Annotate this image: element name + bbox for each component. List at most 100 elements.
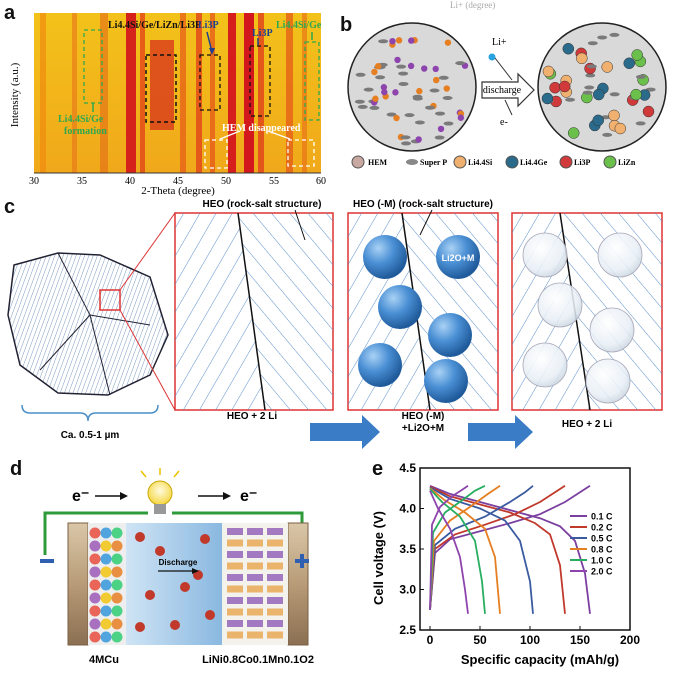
li2o-sphere — [358, 343, 402, 387]
y-tick-label: 4.5 — [399, 461, 416, 475]
battery-schematic: e⁻ e⁻ − + Discharge 4MCu LiNi0.8Co0.1Mn0… — [34, 468, 314, 666]
panel-label-e: e — [372, 458, 384, 480]
super-p-particle — [429, 88, 440, 93]
y-tick-label: 4.0 — [399, 502, 416, 516]
super-p-particle — [609, 32, 620, 37]
ann-left-2: formation — [64, 126, 107, 137]
super-p-particle — [582, 90, 593, 95]
anode-particle — [100, 553, 112, 565]
caption-2b: +Li2O+M — [402, 423, 444, 434]
legend-hem-icon — [351, 155, 365, 169]
dashed-box-li3p-b — [249, 45, 271, 117]
size-bracket — [21, 404, 159, 422]
super-p-particle — [565, 97, 576, 102]
cathode-layer — [247, 574, 263, 581]
super-p-particle — [375, 75, 386, 80]
cathode-layer — [227, 631, 243, 639]
x-tick-label: 45 — [173, 176, 183, 187]
cathode-layer — [267, 551, 283, 558]
hem-particle — [381, 88, 388, 96]
cathode-layer — [267, 631, 283, 639]
super-p-particle — [412, 94, 423, 99]
lithiated-particle-circle-after — [537, 22, 667, 152]
hem-particle — [416, 87, 423, 95]
hem-particle — [408, 37, 415, 44]
cathode-layer — [227, 528, 243, 535]
series-line-0-5-C — [429, 485, 534, 610]
super-p-particle — [396, 64, 407, 69]
x-tick-label: 35 — [77, 176, 87, 187]
lithiated-particle — [541, 92, 554, 105]
li-plus-label: Li+ — [492, 37, 507, 48]
legend-li44si: Li4.4Si — [468, 158, 493, 167]
hem-particle — [389, 37, 396, 45]
li2o-sphere — [424, 359, 468, 403]
anode-particle — [89, 553, 101, 565]
x-tick-label: 30 — [29, 176, 39, 187]
lithiated-particle — [623, 57, 635, 70]
anode-particle — [111, 540, 123, 552]
li-ion — [180, 582, 190, 592]
x-tick-label: 55 — [269, 176, 279, 187]
cathode-layer — [267, 574, 283, 581]
ann-right: Li4.4Si/Ge — [276, 20, 322, 31]
hem-particle — [380, 84, 388, 91]
li2o-sphere — [428, 313, 472, 357]
series-line-0-5-C — [429, 486, 534, 614]
electron-label: e- — [500, 117, 508, 128]
lithiated-particle — [592, 114, 604, 127]
arrow-hem-2 — [267, 130, 291, 140]
battery-cell — [67, 522, 309, 646]
super-p-particle — [398, 71, 409, 76]
anode-particle — [100, 566, 112, 578]
series-line-1-0-C — [429, 488, 486, 614]
x-tick-label: 50 — [221, 176, 231, 187]
legend-label: 1.0 C — [591, 556, 613, 566]
cathode-layer — [227, 539, 243, 547]
series-line-0-1-C — [429, 485, 591, 610]
anode-particle — [100, 579, 112, 591]
panel-b-legend: HEM Super P Li4.4Si Li4.4Ge Li3P LiZn — [351, 155, 636, 169]
ghost-sphere — [522, 342, 568, 388]
lithiated-particle — [631, 49, 643, 61]
cathode-layer — [227, 585, 243, 593]
legend-li3p: Li3P — [574, 158, 591, 167]
plus-sign: + — [300, 550, 302, 552]
hem-particle — [433, 76, 440, 84]
cathode-layer — [267, 620, 283, 627]
cathode-layer — [227, 608, 243, 616]
super-p-particle — [609, 92, 620, 97]
super-p-particle — [425, 105, 436, 110]
legend-superp-icon — [406, 159, 418, 165]
box-heo-restored — [511, 212, 663, 411]
hem-particle — [371, 68, 378, 76]
electrolyte-ions — [135, 532, 215, 632]
lithiated-particle — [576, 52, 588, 65]
cathode-layer — [247, 528, 263, 535]
x-tick-label: 40 — [125, 176, 135, 187]
super-p-particle — [354, 99, 365, 104]
cathode-layers — [227, 528, 283, 639]
panel-label-a: a — [4, 2, 16, 24]
partial-title: Li+ (degree) — [450, 0, 495, 10]
lithiated-particle — [542, 65, 555, 78]
legend-label: 0.8 C — [591, 545, 613, 555]
cathode-layer — [267, 597, 283, 604]
size-label: Ca. 0.5-1 µm — [61, 430, 120, 441]
anode-particle — [89, 605, 101, 617]
dashed-box-black — [145, 54, 177, 123]
legend-li44ge: Li4.4Ge — [520, 158, 548, 167]
cathode-layer — [247, 631, 263, 639]
anode-particles — [89, 527, 123, 643]
process-arrow-2 — [468, 415, 533, 449]
super-p-particle — [635, 121, 646, 126]
li-ion — [155, 546, 165, 556]
anode-particle — [89, 540, 101, 552]
lithiated-particle — [601, 61, 613, 73]
x-tick-label: 150 — [570, 633, 590, 647]
hem-particle — [457, 114, 465, 121]
super-p-particle — [587, 41, 598, 46]
legend-label: 0.1 C — [591, 512, 613, 522]
series-line-0-1-C — [429, 484, 591, 614]
ghost-sphere — [589, 307, 635, 353]
